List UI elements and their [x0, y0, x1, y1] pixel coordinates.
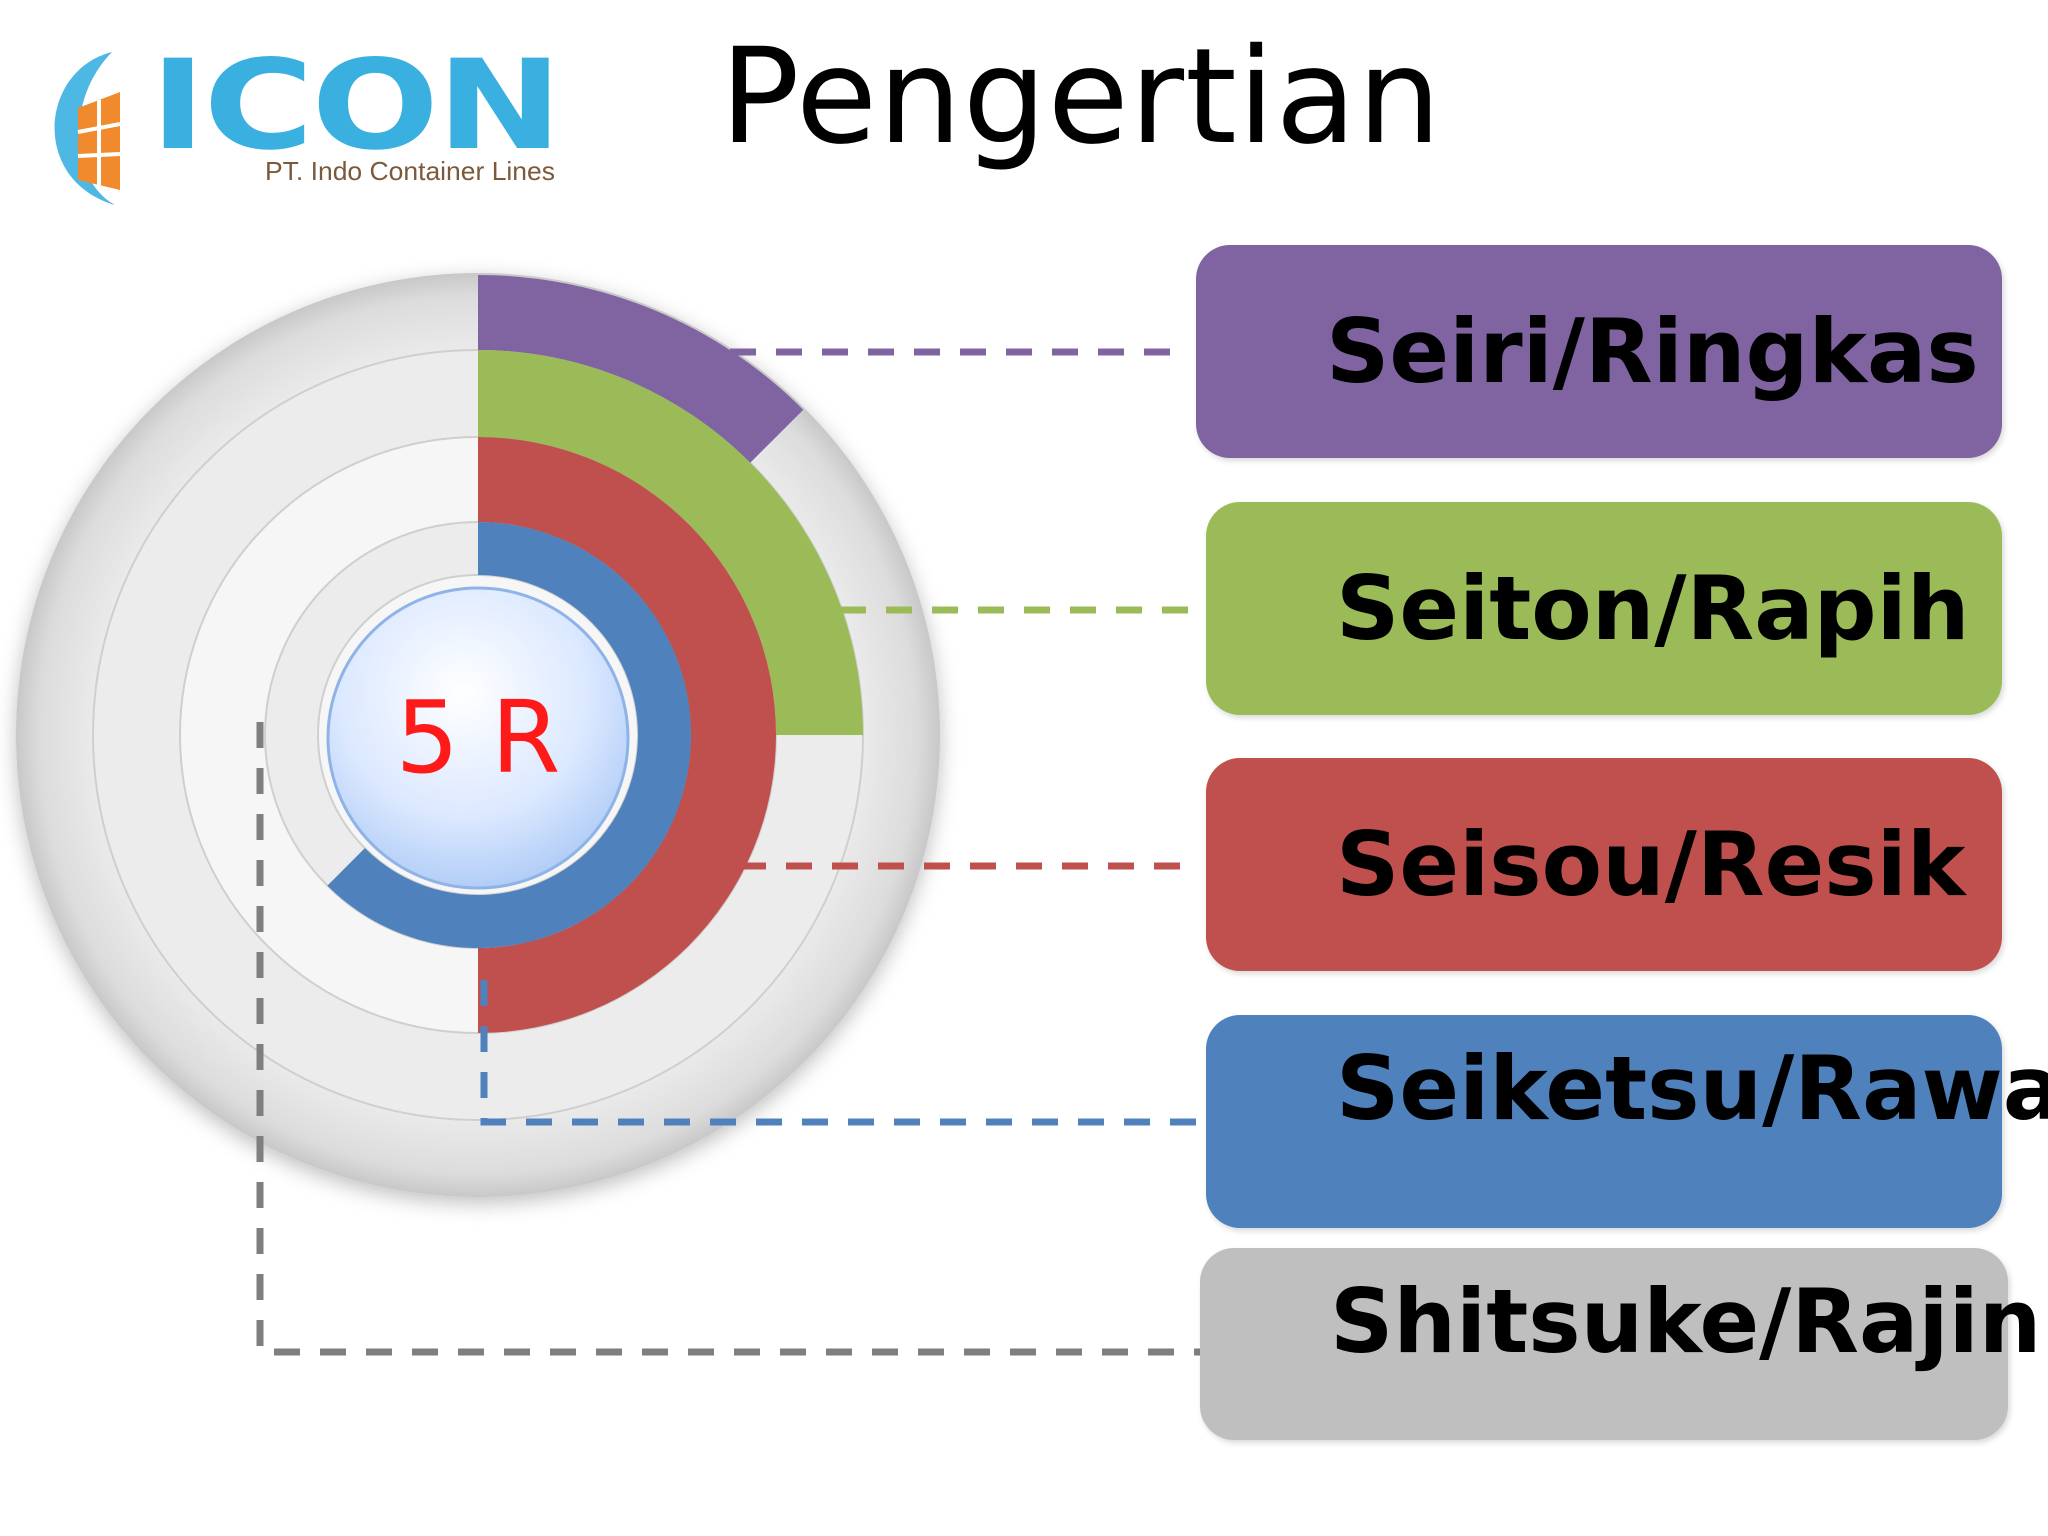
logo-brand-text: ICON — [150, 34, 560, 178]
label-box-1: Seiri/Ringkas — [1196, 245, 2002, 458]
logo-swoosh-icon — [54, 52, 115, 205]
center-label: 5 R — [396, 679, 561, 796]
logo-company-name: PT. Indo Container Lines — [265, 156, 555, 186]
connector-line-4 — [480, 980, 1200, 1126]
center-circle — [326, 586, 630, 890]
logo-window-icon — [77, 92, 121, 190]
ring-arc-3 — [478, 437, 776, 1033]
label-text-2: Seiton/Rapih — [1336, 557, 1970, 660]
five-r-ring-diagram: 5 R — [16, 273, 1200, 1356]
label-text-1: Seiri/Ringkas — [1326, 300, 1979, 403]
ring-arc-1 — [478, 275, 804, 463]
label-box-3: Seisou/Resik — [1206, 758, 2002, 971]
label-box-4: Seiketsu/Rawat — [1206, 1015, 2048, 1228]
label-text-3: Seisou/Resik — [1336, 813, 1966, 916]
label-box-2: Seiton/Rapih — [1206, 502, 2002, 715]
label-box-5: Shitsuke/Rajin — [1200, 1248, 2041, 1440]
label-text-4: Seiketsu/Rawat — [1336, 1037, 2048, 1140]
connector-line-5 — [256, 722, 1200, 1356]
company-logo: ICON PT. Indo Container Lines — [54, 34, 562, 205]
label-text-5: Shitsuke/Rajin — [1330, 1270, 2042, 1373]
ring-arc-2 — [478, 350, 863, 735]
ring-arc-4 — [327, 522, 692, 949]
page-title: Pengertian — [720, 20, 1443, 174]
